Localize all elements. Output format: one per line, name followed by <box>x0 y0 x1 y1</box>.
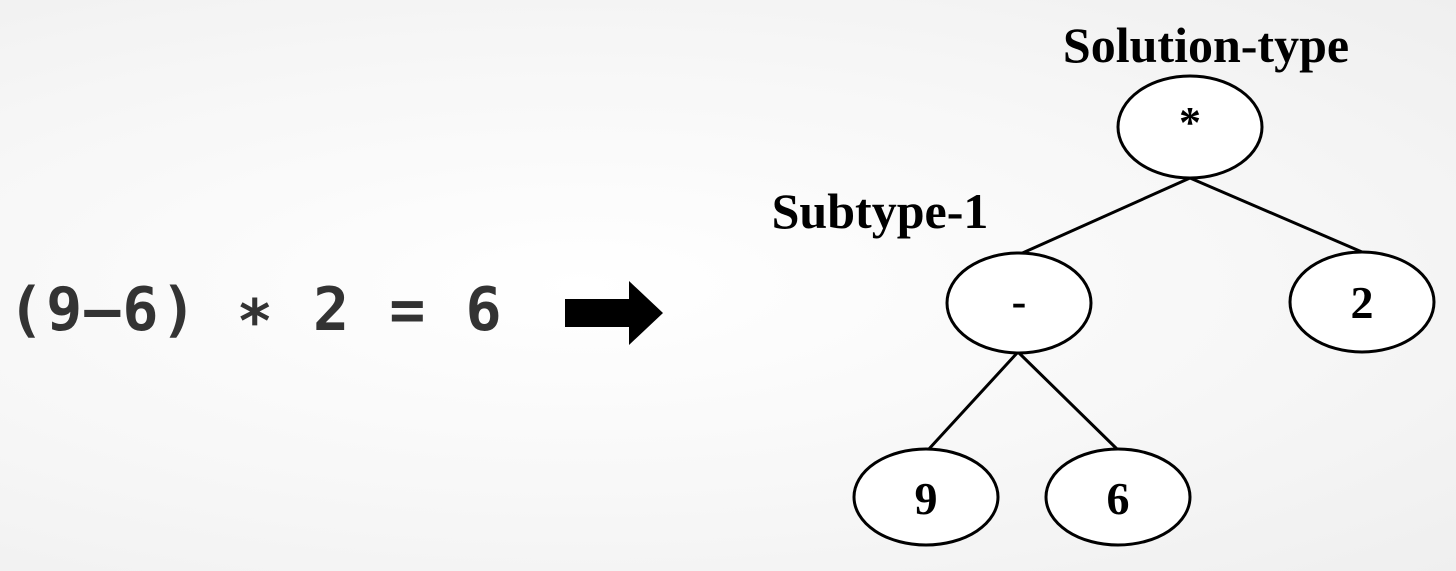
tree-node-root: * <box>1116 74 1264 180</box>
solution-type-label: Solution-type <box>1063 17 1349 73</box>
edge-root-to-minus <box>1017 176 1191 257</box>
tree-node-nine: 9 <box>852 447 1000 547</box>
node-minus-label: - <box>1012 277 1027 326</box>
tree-node-six: 6 <box>1044 447 1192 547</box>
node-two-label: 2 <box>1351 277 1374 328</box>
edge-minus-to-six <box>1016 350 1120 452</box>
equation-text: (9–6) ∗ 2 = 6 <box>8 275 504 345</box>
right-arrow-icon <box>565 281 663 345</box>
node-nine-label: 9 <box>915 473 938 524</box>
node-six-label: 6 <box>1107 473 1130 524</box>
subtype-label: Subtype-1 <box>772 183 989 239</box>
node-root-label: * <box>1179 98 1201 147</box>
edge-minus-to-nine <box>926 350 1020 452</box>
tree-node-minus: - <box>945 251 1093 355</box>
edge-root-to-two <box>1189 176 1363 254</box>
tree-node-two: 2 <box>1288 250 1436 354</box>
